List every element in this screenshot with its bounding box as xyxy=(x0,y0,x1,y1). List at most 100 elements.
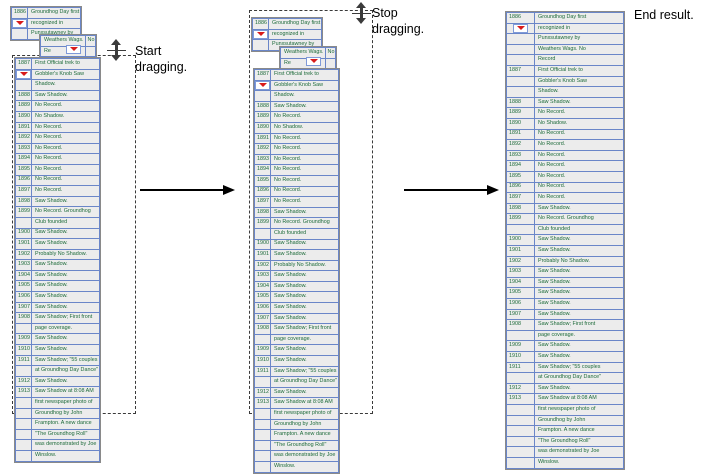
table-row[interactable]: page coverage. xyxy=(254,333,340,346)
table-row[interactable]: Club founded xyxy=(254,227,340,240)
table-row[interactable]: Frampton. A new dance xyxy=(15,418,101,430)
table-row[interactable]: 1886 Groundhog Day first xyxy=(11,7,82,19)
table-row[interactable]: "The Groundhog Roll" xyxy=(15,428,101,441)
table-row[interactable]: Shadow. xyxy=(506,86,624,98)
table-row[interactable]: Weathers Wags. No xyxy=(40,35,97,47)
table-row[interactable]: Record xyxy=(506,54,624,66)
table-row[interactable]: recognized in xyxy=(252,28,323,41)
table-row[interactable]: Groundhog by John xyxy=(506,414,624,427)
table-row[interactable]: Gobbler's Knob Saw xyxy=(506,75,624,88)
red-dropdown-marker-icon[interactable] xyxy=(513,24,528,33)
table-row[interactable]: page coverage. xyxy=(15,322,101,335)
table-row[interactable]: "The Groundhog Roll" xyxy=(254,439,340,452)
header-block-table-mid[interactable]: 1886 Groundhog Day first recognized in P… xyxy=(252,18,323,51)
table-row[interactable]: Punxsutawney by xyxy=(252,39,323,51)
table-row[interactable]: Frampton. A new dance xyxy=(254,429,340,441)
red-dropdown-marker-icon[interactable] xyxy=(16,70,31,79)
table-row[interactable]: at Groundhog Day Dance" xyxy=(506,372,624,384)
table-row[interactable]: at Groundhog Day Dance" xyxy=(15,365,101,377)
detached-row-card-mid[interactable]: Weathers Wags. No Re xyxy=(279,46,338,71)
red-dropdown-marker-icon[interactable] xyxy=(253,30,268,39)
table-row[interactable]: 1886 Groundhog Day first xyxy=(252,18,323,30)
table-row[interactable]: first newspaper photo of xyxy=(254,408,340,420)
red-dropdown-marker-cell[interactable] xyxy=(254,79,271,92)
table-row[interactable]: Gobbler's Knob Saw xyxy=(15,68,101,81)
header-block-card-mid[interactable]: 1886 Groundhog Day first recognized in P… xyxy=(251,17,324,52)
table-row[interactable]: Club founded xyxy=(506,223,624,236)
table-row[interactable]: Shadow. xyxy=(254,90,340,102)
table-row[interactable]: Winslow. xyxy=(506,456,624,469)
table-row[interactable]: Re xyxy=(40,45,97,58)
red-dropdown-marker-icon[interactable] xyxy=(255,81,270,90)
table-row[interactable]: page coverage. xyxy=(506,329,624,342)
table-row[interactable]: Frampton. A new dance xyxy=(506,425,624,437)
table-row[interactable]: Winslow. xyxy=(254,460,340,473)
table-row[interactable]: first newspaper photo of xyxy=(506,403,624,416)
table-row[interactable]: first newspaper photo of xyxy=(15,397,101,409)
table-row[interactable]: recognized in xyxy=(506,22,624,35)
table-row[interactable]: Weathers Wags. No xyxy=(506,43,624,56)
red-dropdown-marker-cell[interactable] xyxy=(11,17,28,30)
red-dropdown-marker-cell[interactable] xyxy=(15,68,32,81)
red-dropdown-marker-cell[interactable] xyxy=(84,45,97,58)
table-row[interactable]: was demonstrated by Joe xyxy=(15,439,101,451)
table-row[interactable]: recognized in xyxy=(11,17,82,30)
